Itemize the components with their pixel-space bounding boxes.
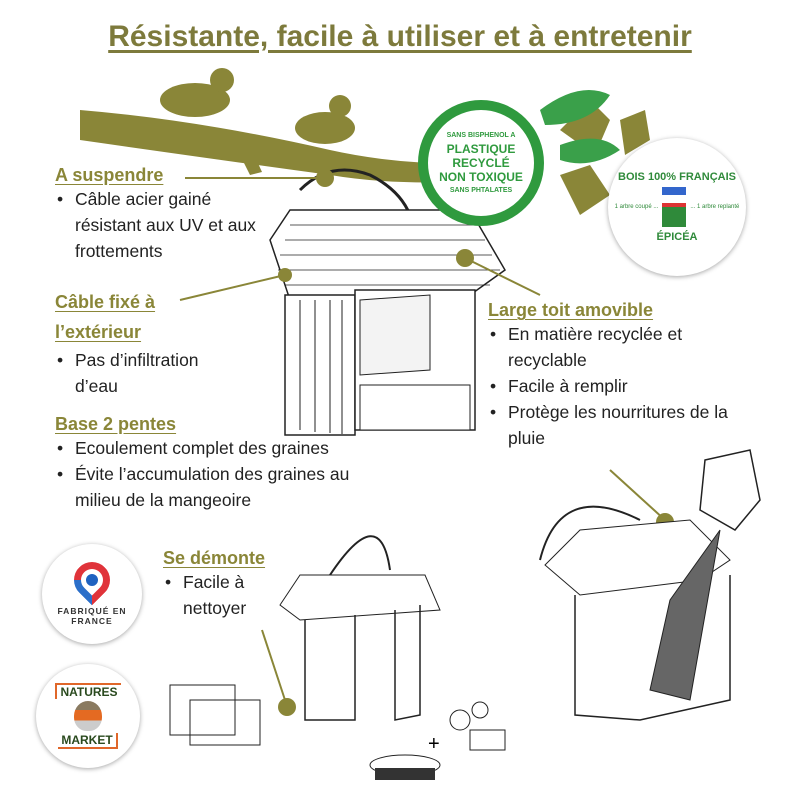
tree-stump-icon (662, 187, 687, 227)
feature-item: Évite l’accumulation des graines au mili… (55, 461, 375, 513)
section-heading: Câble fixé à l’extérieur (55, 292, 156, 342)
badge-top-text: SANS BISPHENOL A (446, 132, 516, 139)
feature-item: En matière recyclée et recyclable (488, 321, 728, 373)
page-title: Résistante, facile à utiliser et à entre… (108, 20, 692, 53)
feature-item: Pas d’infiltration d’eau (55, 347, 245, 399)
logo-bottom-text: MARKET (58, 733, 118, 749)
badge-top-text: BOIS 100% FRANÇAIS (618, 171, 736, 183)
section-toit: Large toit amovible En matière recyclée … (488, 300, 728, 451)
section-demonte: Se démonte Facile à nettoyer (163, 548, 273, 621)
logo-top-text: NATURES (55, 683, 121, 699)
svg-text:+: + (428, 733, 440, 755)
section-heading: Large toit amovible (488, 300, 654, 320)
badge-right-text: ... 1 arbre replanté (690, 204, 740, 210)
natures-market-logo: NATURES MARKET (36, 664, 140, 768)
feature-item: Câble acier gainé résistant aux UV et au… (55, 186, 265, 264)
section-base: Base 2 pentes Ecoulement complet des gra… (55, 414, 375, 513)
feature-item: Ecoulement complet des graines (55, 435, 375, 461)
section-heading: A suspendre (55, 165, 164, 185)
plastique-recycle-badge: SANS BISPHENOL A PLASTIQUE RECYCLÉ NON T… (418, 100, 544, 226)
feature-item: Facile à remplir (488, 373, 728, 399)
section-cable: Câble fixé à l’extérieur Pas d’infiltrat… (55, 287, 199, 399)
badge-text: FABRIQUÉ EN FRANCE (57, 606, 127, 626)
fabrique-en-france-badge: FABRIQUÉ EN FRANCE (42, 544, 142, 644)
section-heading: Se démonte (163, 548, 266, 568)
badge-bottom-text: ÉPICÉA (656, 231, 698, 243)
badge-left-text: 1 arbre coupé ... (614, 204, 659, 210)
badge-center-text: PLASTIQUE RECYCLÉ NON TOXIQUE (439, 142, 523, 184)
robin-icon (74, 701, 102, 731)
section-heading: Base 2 pentes (55, 414, 177, 434)
section-suspendre: A suspendre Câble acier gainé résistant … (55, 165, 265, 264)
feature-item: Facile à nettoyer (163, 569, 273, 621)
map-pin-icon (66, 554, 118, 606)
badge-bottom-text: SANS PHTALATES (449, 187, 513, 194)
feature-item: Protège les nourritures de la pluie (488, 399, 728, 451)
bois-francais-badge: BOIS 100% FRANÇAIS 1 arbre coupé ... ...… (608, 138, 746, 276)
